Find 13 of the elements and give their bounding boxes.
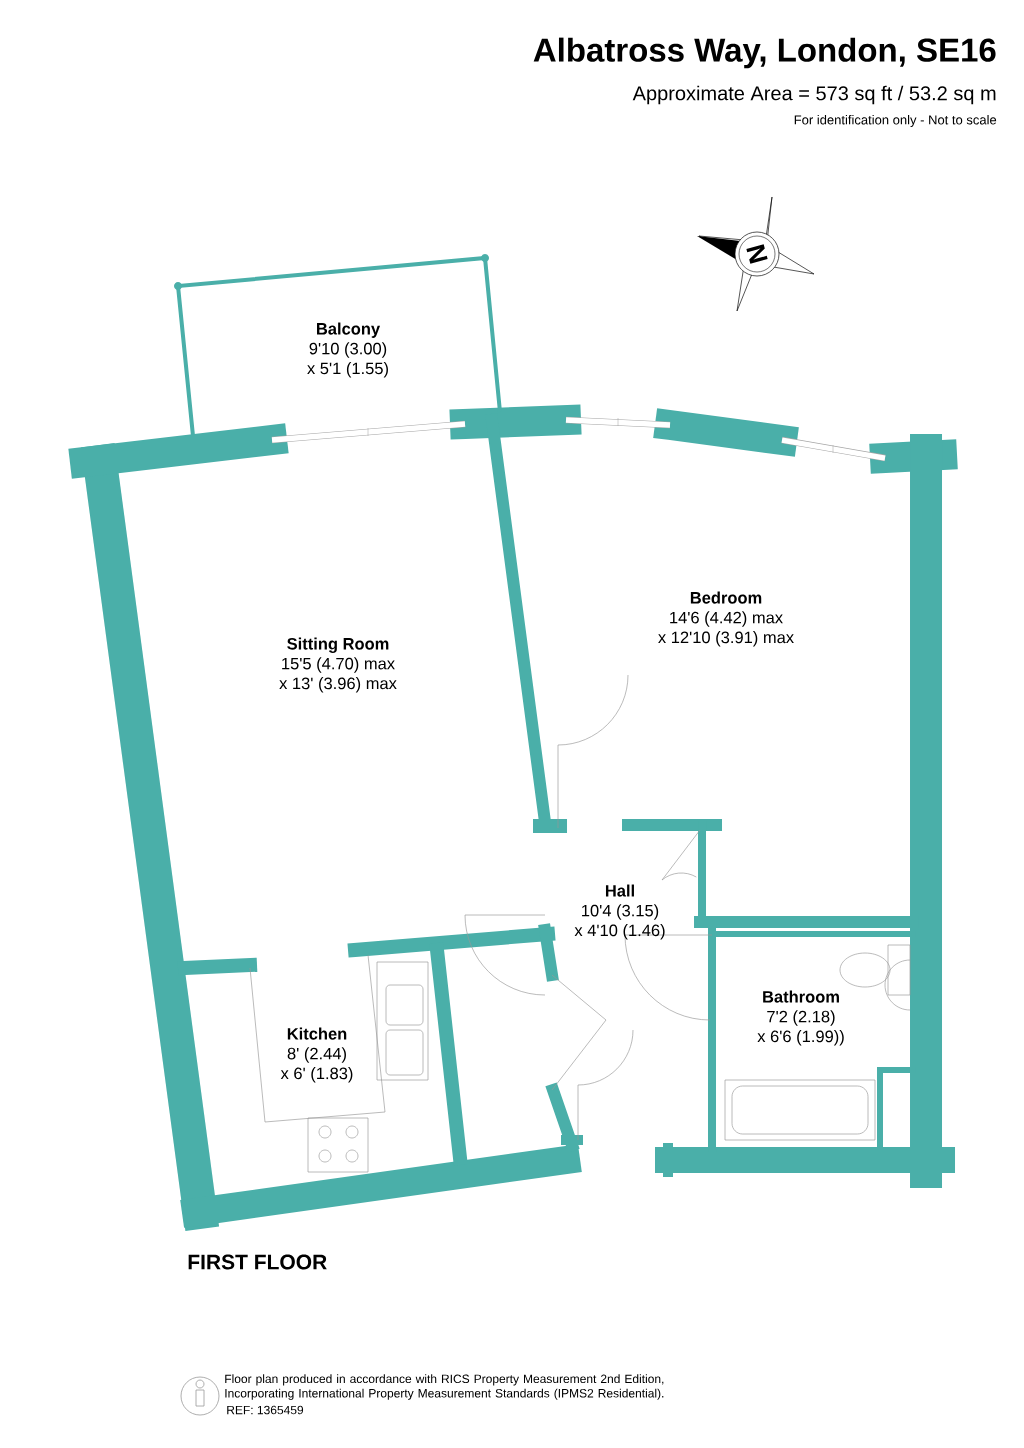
reference-number: REF: 1365459	[227, 1405, 304, 1415]
area-label: Approximate Area = 573 sq ft / 53.2 sq m	[632, 85, 996, 105]
room-label: Bedroom 14'6 (4.42) max x 12'10 (3.91) max	[658, 591, 794, 647]
room-label: Bathroom 7'2 (2.18) x 6'6 (1.99))	[757, 990, 844, 1046]
room-label: Kitchen 8' (2.44) x 6' (1.83)	[280, 1027, 353, 1083]
floor-label: FIRST FLOOR	[188, 1254, 327, 1270]
scale-note: For identification only - Not to scale	[794, 114, 997, 128]
north-label: N	[746, 244, 768, 264]
room-label: Balcony 9'10 (3.00) x 5'1 (1.55)	[307, 322, 388, 378]
room-label: Hall 10'4 (3.15) x 4'10 (1.46)	[574, 884, 665, 940]
room-label: Sitting Room 15'5 (4.70) max x 13' (3.96) max	[279, 637, 397, 693]
title: Albatross Way, London, SE16	[533, 37, 996, 69]
footer-note: Floor plan produced in accordance with RICS Property Measurement 2nd Edition, Incorporating International Property Measurement Standards (IPMS2 Residential).	[225, 1374, 664, 1400]
